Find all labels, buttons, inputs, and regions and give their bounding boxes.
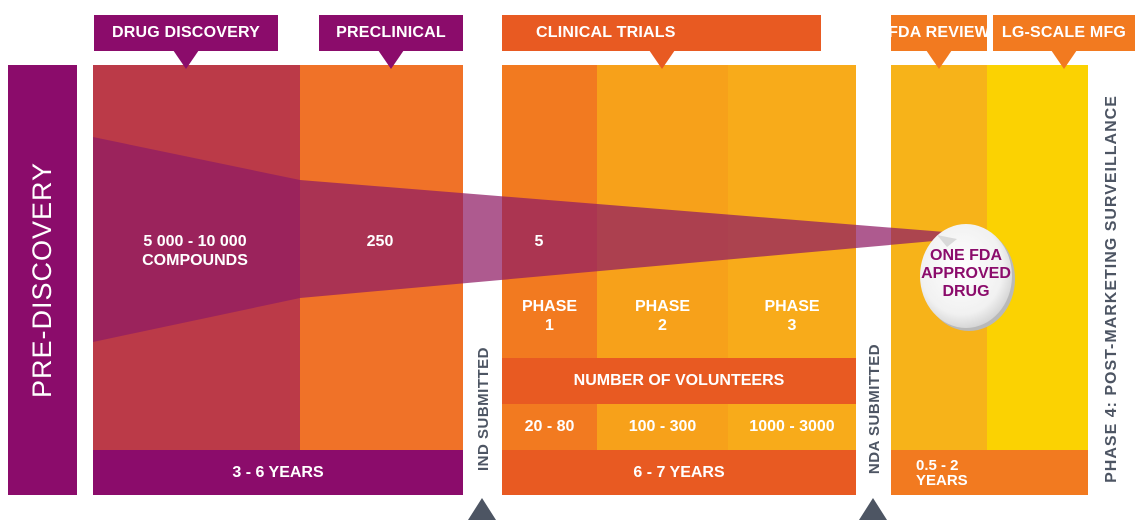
post-marketing-label: PHASE 4: POST-MARKETING SURVEILLANCE — [1103, 95, 1120, 483]
volunteers-phase-1: 20 - 80 — [524, 418, 575, 435]
duration-fda: 0.5 - 2 YEARS — [891, 450, 1088, 495]
phase-1-line1: PHASE — [521, 298, 578, 315]
approved-drug-line3: DRUG — [942, 283, 990, 300]
phase-3-label: PHASE 3 — [728, 297, 856, 335]
compounds-discovery-line1: 5 000 - 10 000 — [143, 233, 247, 250]
tag-lg-scale-mfg: LG-SCALE MFG — [993, 15, 1135, 69]
approved-drug-line1: ONE FDA — [930, 247, 1002, 264]
compounds-discovery-line2: COMPOUNDS — [142, 252, 248, 269]
volunteers-header: NUMBER OF VOLUNTEERS — [502, 358, 856, 404]
volunteers-phase-2: 100 - 300 — [628, 418, 697, 435]
tag-preclinical: PRECLINICAL — [319, 15, 463, 69]
phase-1-label: PHASE 1 — [502, 297, 597, 335]
duration-fda-line2: YEARS — [916, 471, 968, 489]
tag-clinical-trials: CLINICAL TRIALS — [502, 15, 821, 69]
duration-fda-line1: 0.5 - 2 — [916, 456, 959, 474]
approved-drug-label: ONE FDA APPROVED DRUG — [920, 247, 1012, 301]
tag-drug-discovery: DRUG DISCOVERY — [94, 15, 278, 69]
compounds-discovery: 5 000 - 10 000 COMPOUNDS — [110, 232, 280, 270]
phase-2-label: PHASE 2 — [597, 297, 728, 335]
approved-drug-line2: APPROVED — [921, 265, 1011, 282]
ind-pointer-icon — [468, 498, 496, 520]
duration-clinical: 6 - 7 YEARS — [502, 450, 856, 495]
pre-discovery-bar — [8, 65, 77, 495]
approved-drug-pill-icon — [920, 224, 1015, 331]
duration-discovery-preclinical: 3 - 6 YEARS — [93, 450, 463, 495]
phase-2-line2: 2 — [658, 317, 667, 334]
phase-2-line1: PHASE — [634, 298, 691, 315]
compounds-clinical: 5 — [534, 233, 544, 250]
ind-submitted-label: IND SUBMITTED — [474, 347, 492, 471]
phase-3-line1: PHASE — [764, 298, 820, 315]
compounds-preclinical: 250 — [366, 233, 394, 250]
nda-submitted-label: NDA SUBMITTED — [865, 343, 883, 475]
nda-pointer-icon — [859, 498, 887, 520]
phase-3-line2: 3 — [787, 317, 797, 334]
phase-1-line2: 1 — [545, 317, 554, 334]
volunteers-phase-3: 1000 - 3000 — [749, 418, 835, 435]
tag-fda-review: FDA REVIEW — [888, 15, 990, 69]
funnel-shape — [93, 137, 945, 342]
